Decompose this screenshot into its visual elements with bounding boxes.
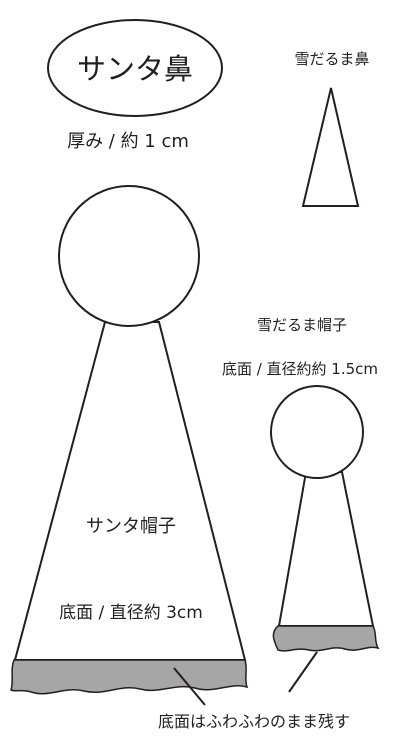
- snowman-hat-pattern: [270, 385, 380, 652]
- santa-hat-pattern: サンタ帽子 底面 / 直径約 3cm: [10, 185, 249, 695]
- pointer-line-snowman-hat: [288, 651, 318, 693]
- snowman-nose-label: 雪だるま鼻: [294, 50, 369, 68]
- santa-hat-label: サンタ帽子: [86, 516, 176, 537]
- santa-nose-pattern: サンタ鼻: [47, 19, 223, 117]
- snowman-nose-triangle: [301, 87, 360, 207]
- santa-hat-base-label: 底面 / 直径約 3cm: [59, 603, 203, 623]
- snowman-hat-cone: [277, 471, 375, 627]
- snowman-hat-label: 雪だるま帽子: [257, 316, 347, 334]
- pointer-line-santa-hat: [173, 667, 206, 706]
- snowman-hat-base-label: 底面 / 直径約約 1.5cm: [222, 360, 378, 378]
- santa-hat-fluff-band: [10, 659, 249, 695]
- snowman-hat-fluff-band: [272, 625, 380, 652]
- santa-hat-pompom-circle: [58, 185, 200, 327]
- santa-nose-ellipse: [47, 19, 223, 117]
- santa-nose-thickness-label: 厚み / 約 1 cm: [67, 131, 189, 152]
- snowman-hat-pompom-circle: [270, 385, 364, 479]
- santa-nose-label: サンタ鼻: [77, 52, 193, 86]
- fluffy-base-note: 底面はふわふわのまま残す: [158, 712, 350, 731]
